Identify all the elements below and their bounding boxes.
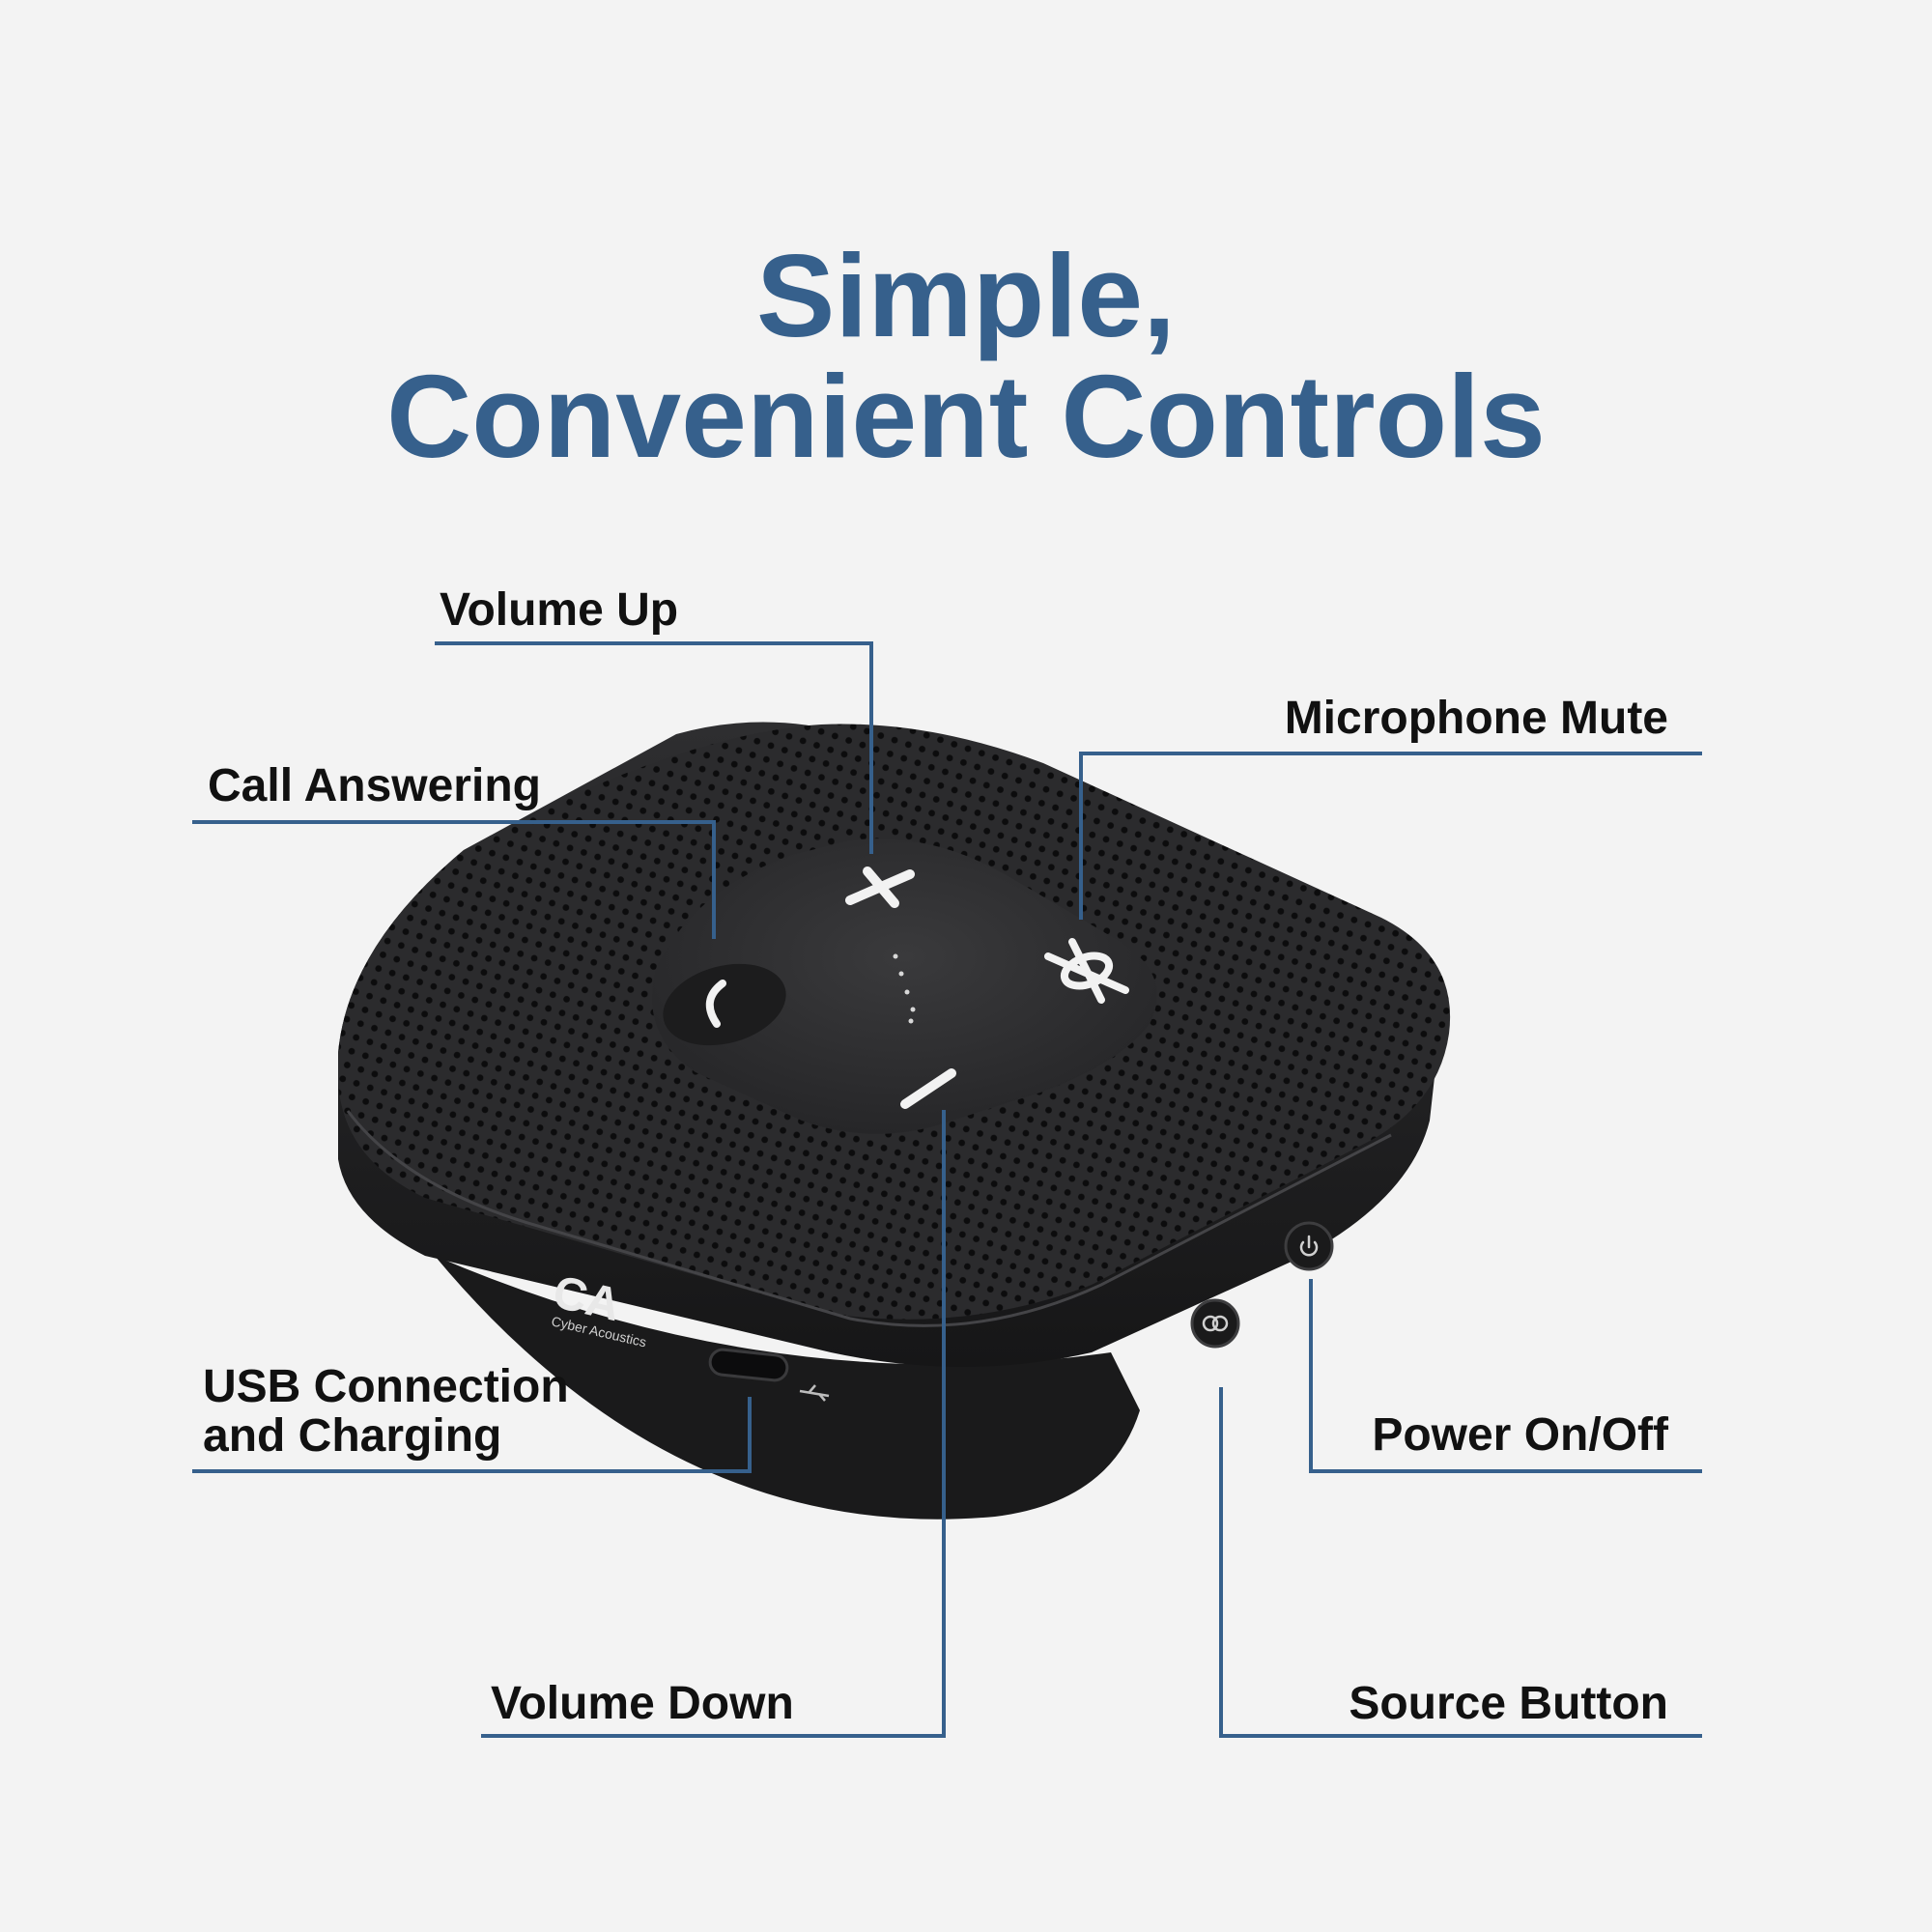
label-usb-line1: USB Connection [203,1361,569,1412]
page-title-line2: Convenient Controls [386,351,1546,482]
line-volume-down [481,1110,946,1738]
call-button [663,963,786,1046]
label-volume-down: Volume Down [491,1678,794,1729]
usb-icon [799,1384,830,1402]
page-title-line1: Simple, [756,230,1176,361]
label-source-button: Source Button [1349,1678,1668,1729]
label-power: Power On/Off [1372,1409,1668,1461]
source-button [1190,1298,1240,1349]
callout-lines [192,641,1702,1738]
label-call-answering: Call Answering [208,760,541,811]
label-usb-line2: and Charging [203,1410,502,1462]
label-microphone-mute: Microphone Mute [1284,693,1668,744]
plus-icon [845,867,915,908]
led-indicators [893,953,916,1024]
line-mic-mute [1079,752,1702,920]
mic-mute-icon [1044,938,1129,1004]
brand-logo: CA Cyber Acoustics [549,1266,648,1350]
line-usb [192,1397,752,1473]
line-call-answering [192,820,716,939]
line-volume-up [435,641,873,854]
power-icon [1299,1235,1319,1257]
control-pad [652,838,1157,1134]
source-icon [1202,1315,1229,1332]
line-source [1219,1387,1702,1738]
phone-icon [705,980,726,1028]
minus-icon [900,1068,956,1109]
device-base [435,1256,1140,1520]
label-volume-up: Volume Up [440,584,679,636]
line-power [1309,1279,1702,1473]
usb-port [708,1348,789,1382]
